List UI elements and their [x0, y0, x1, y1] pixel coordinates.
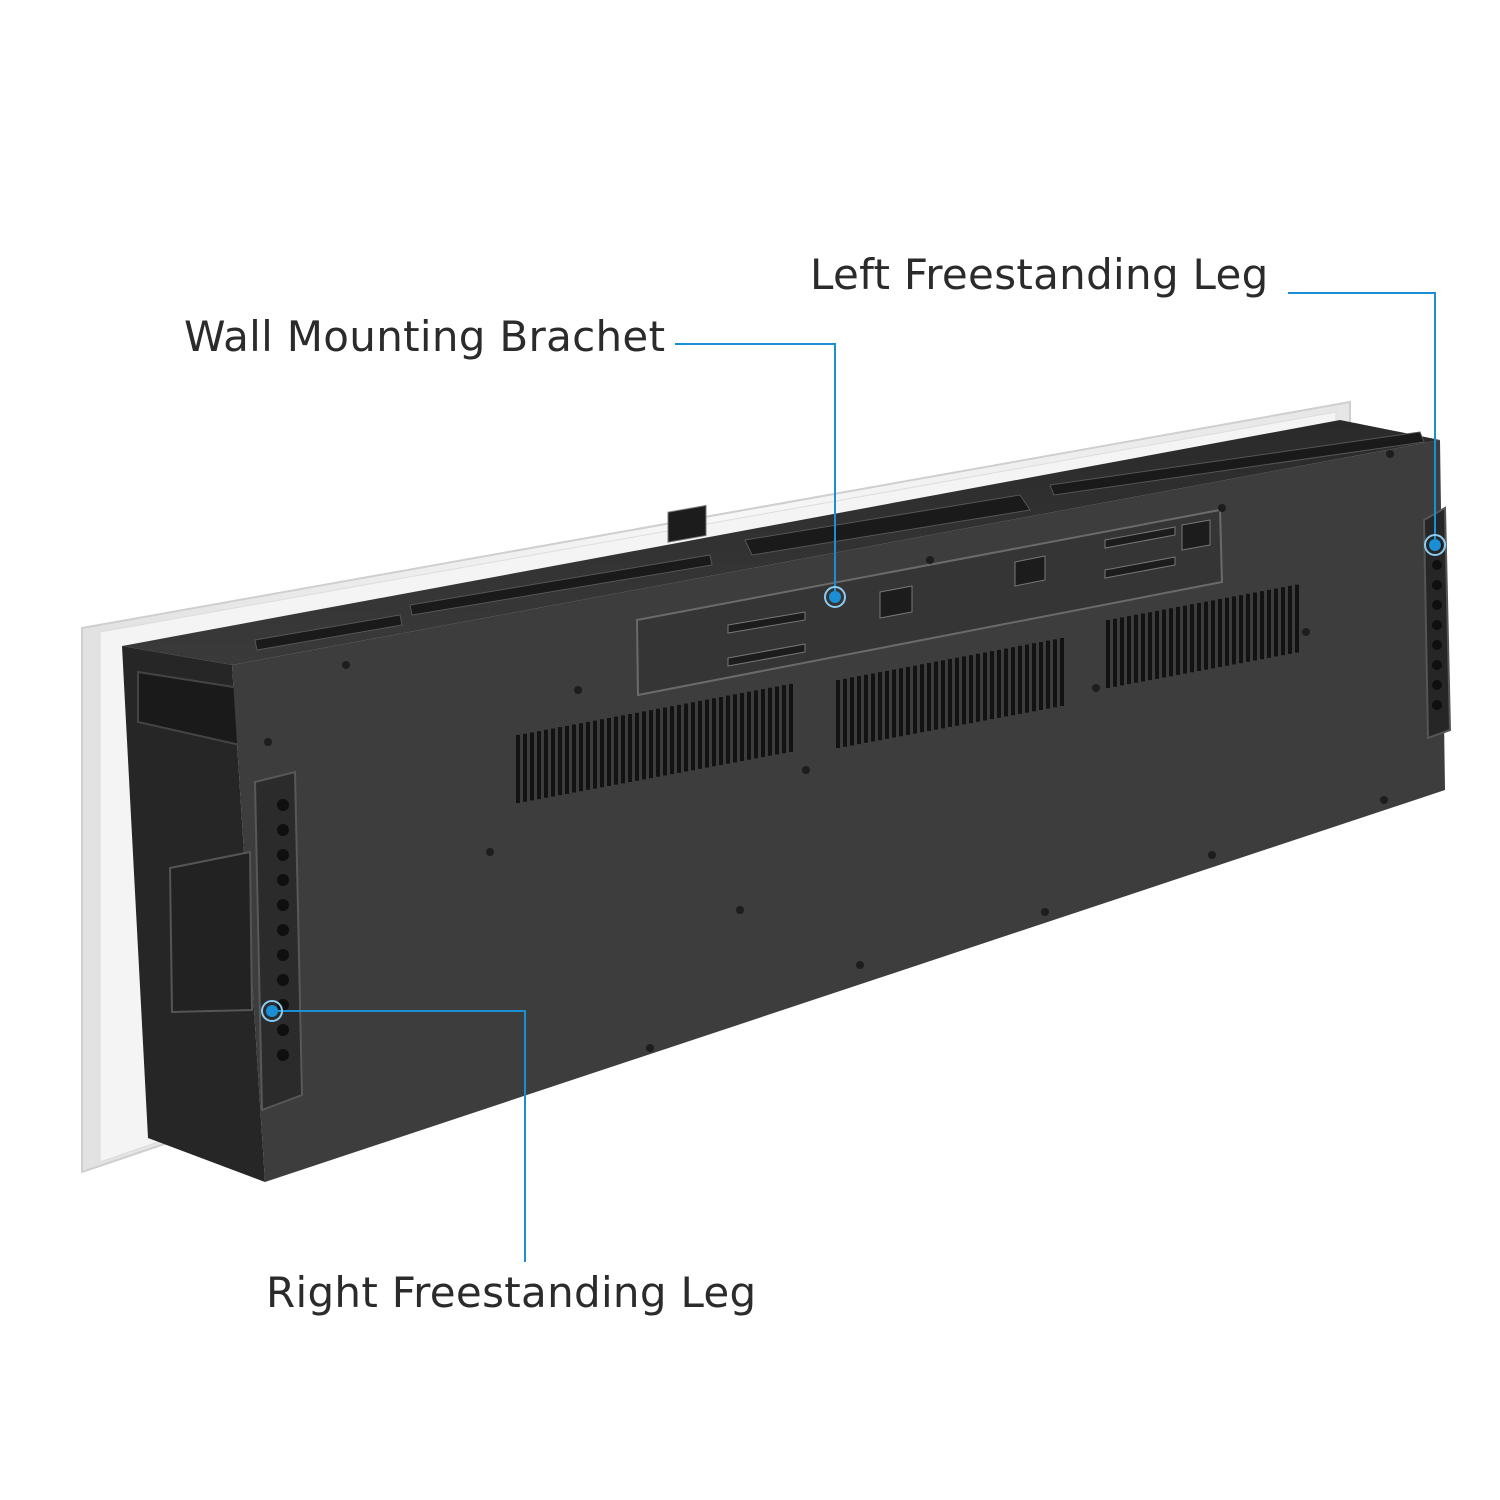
screw: [1380, 796, 1388, 804]
leg-hole: [1432, 680, 1442, 690]
screw: [1386, 450, 1394, 458]
leg-hole: [1432, 580, 1442, 590]
screw: [342, 661, 350, 669]
leg-hole: [277, 1024, 289, 1036]
screw: [736, 906, 744, 914]
leg-hole: [277, 949, 289, 961]
screw: [802, 766, 810, 774]
right-freestanding-leg: [168, 770, 304, 1112]
left-leg-dot: [1429, 539, 1441, 551]
wall-bracket-dot: [829, 591, 841, 603]
leg-hole: [1432, 660, 1442, 670]
screw: [486, 848, 494, 856]
top-grille: [254, 431, 1425, 651]
screw: [1041, 908, 1049, 916]
leg-hole: [277, 874, 289, 886]
wall-mounting-bracket-label: Wall Mounting Brachet: [184, 312, 666, 361]
screw: [1302, 628, 1310, 636]
leg-hole: [1432, 600, 1442, 610]
right-freestanding-leg-label: Right Freestanding Leg: [266, 1268, 757, 1317]
rear-screws: [264, 450, 1394, 1052]
leg-hole: [1432, 640, 1442, 650]
right-leg-dot: [266, 1005, 278, 1017]
leg-hole: [277, 974, 289, 986]
screw: [574, 686, 582, 694]
leg-hole: [1432, 700, 1442, 710]
screw: [1208, 851, 1216, 859]
leg-hole: [277, 824, 289, 836]
screw: [264, 738, 272, 746]
leader-dots: [266, 539, 1441, 1017]
screw: [1218, 504, 1226, 512]
leg-hole: [1432, 620, 1442, 630]
left-leg-leader: [1288, 292, 1436, 545]
right-leg-leader: [272, 1010, 526, 1262]
screw: [1092, 684, 1100, 692]
wall-bracket-leader: [675, 343, 836, 597]
leg-hole: [277, 1049, 289, 1061]
screw: [856, 961, 864, 969]
screw: [926, 556, 934, 564]
rear-vents: [516, 584, 1299, 803]
leg-hole: [277, 924, 289, 936]
leg-hole: [277, 799, 289, 811]
screw: [646, 1044, 654, 1052]
left-freestanding-leg-label: Left Freestanding Leg: [810, 250, 1269, 299]
leg-hole: [1432, 560, 1442, 570]
leader-lines: [272, 292, 1436, 1262]
leg-hole: [277, 849, 289, 861]
bracket-slots: [667, 504, 1211, 667]
leg-hole: [277, 999, 289, 1011]
leg-hole: [277, 899, 289, 911]
